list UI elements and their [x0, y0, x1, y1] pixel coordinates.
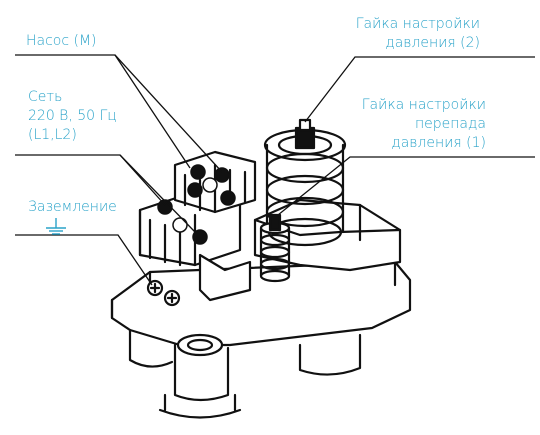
mains-label-line-1: Сеть	[28, 89, 63, 105]
small-spring	[259, 213, 291, 283]
switch-base	[110, 260, 412, 419]
diff-nut-label-line-2: перепада	[414, 116, 486, 132]
pressure-nut-leader-line	[304, 56, 535, 123]
diff-nut-label-line-3: давления (1)	[391, 135, 486, 151]
pressure-nut	[294, 118, 316, 150]
pressure-nut-label-line-2: давления (2)	[385, 35, 480, 51]
pump-leader-line-2	[114, 54, 223, 173]
pump-label: Насос (M)	[26, 33, 97, 49]
terminal-screws	[157, 164, 236, 245]
leader-lines	[15, 54, 535, 286]
diff-nut-leader-line	[277, 156, 535, 216]
ground-leader-line	[15, 234, 153, 286]
ground-label: Заземление	[28, 199, 117, 215]
mains-leader-line-2	[119, 154, 196, 233]
mains-label-line-2: 220 В, 50 Гц	[28, 108, 117, 124]
ground-symbol-icon	[46, 218, 66, 235]
large-spring	[263, 128, 347, 247]
pressure-nut-label-line-1: Гайка настройки	[355, 16, 480, 32]
mains-label-line-3: (L1,L2)	[28, 127, 77, 143]
diff-nut-label-line-1: Гайка настройки	[361, 97, 486, 113]
